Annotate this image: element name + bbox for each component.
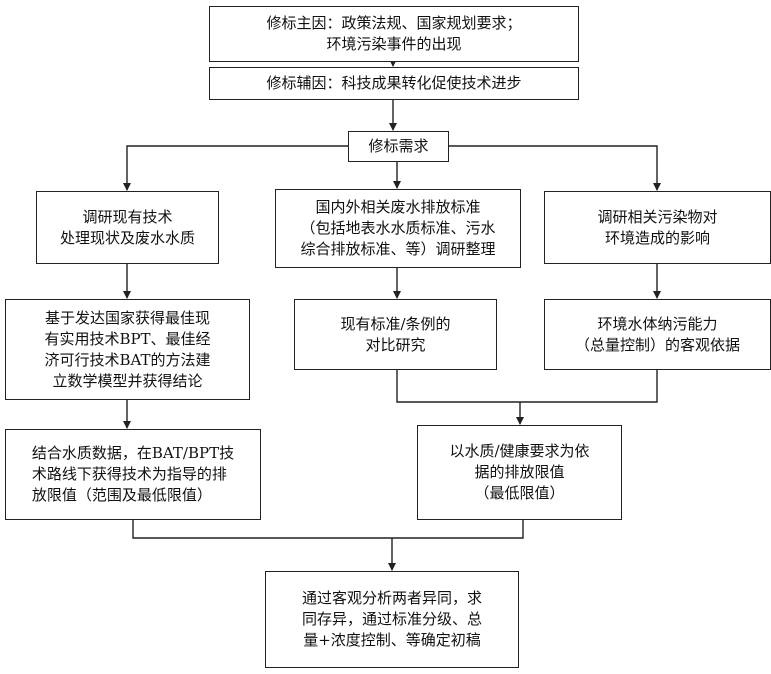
- aux-cause-text: 修标辅因：科技成果转化促使技术进步: [266, 74, 522, 92]
- bat-model-box: 基于发达国家获得最佳现 有实用技术BPT、最佳经 济可行技术BAT的方法建 立数…: [5, 299, 250, 400]
- merge-qualitylimits: [392, 520, 524, 539]
- pollutant-impact-box: 调研相关污染物对 环境造成的影响: [544, 191, 771, 264]
- survey-tech-box: 调研现有技术 处理现状及废水水质: [36, 191, 219, 264]
- standards-survey-box: 国内外相关废水排放标准 （包括地表水水质标准、污水 综合排放标准、等）调研整理: [275, 189, 521, 268]
- capacity-box: 环境水体纳污能力 （总量控制）的客观依据: [544, 299, 771, 370]
- main-cause-text: 修标主因：政策法规、国家规划要求； 环境污染事件的出现: [266, 14, 522, 53]
- final-draft-box: 通过客观分析两者异同，求 同存异，通过标准分级、总 量+浓度控制、等确定初稿: [265, 571, 519, 668]
- branch-demand: [123, 145, 348, 191]
- tech-limits-text: 结合水质数据，在BAT/BPT技 术路线下获得技术为指导的排 放限值（范围及最低…: [31, 444, 235, 504]
- quality-limits-text: 以水质/健康要求为依 据的排放限值 （最低限值）: [449, 442, 590, 502]
- capacity-text: 环境水体纳污能力 （总量控制）的客观依据: [574, 314, 740, 354]
- compare-study-text: 现有标准/条例的 对比研究: [340, 314, 451, 354]
- merge-capacity: [520, 370, 658, 403]
- compare-study-box: 现有标准/条例的 对比研究: [294, 299, 497, 370]
- final-draft-text: 通过客观分析两者异同，求 同存异，通过标准分级、总 量+浓度控制、等确定初稿: [301, 589, 482, 649]
- standards-survey-text: 国内外相关废水排放标准 （包括地表水水质标准、污水 综合排放标准、等）调研整理: [300, 198, 496, 258]
- main-cause-box: 修标主因：政策法规、国家规划要求； 环境污染事件的出现: [209, 6, 579, 62]
- demand-box: 修标需求: [348, 131, 449, 162]
- branch-demand-right: [449, 145, 661, 191]
- quality-limits-box: 以水质/健康要求为依 据的排放限值 （最低限值）: [417, 425, 622, 520]
- tech-limits-box: 结合水质数据，在BAT/BPT技 术路线下获得技术为指导的排 放限值（范围及最低…: [5, 429, 261, 520]
- bat-model-text: 基于发达国家获得最佳现 有实用技术BPT、最佳经 济可行技术BAT的方法建 立数…: [44, 308, 211, 390]
- survey-tech-text: 调研现有技术 处理现状及废水水质: [59, 207, 195, 247]
- demand-text: 修标需求: [368, 137, 429, 155]
- aux-cause-box: 修标辅因：科技成果转化促使技术进步: [209, 67, 579, 100]
- pollutant-impact-text: 调研相关污染物对 环境造成的影响: [597, 207, 718, 247]
- merge-techlimits: [132, 520, 392, 539]
- merge-compare: [396, 370, 520, 403]
